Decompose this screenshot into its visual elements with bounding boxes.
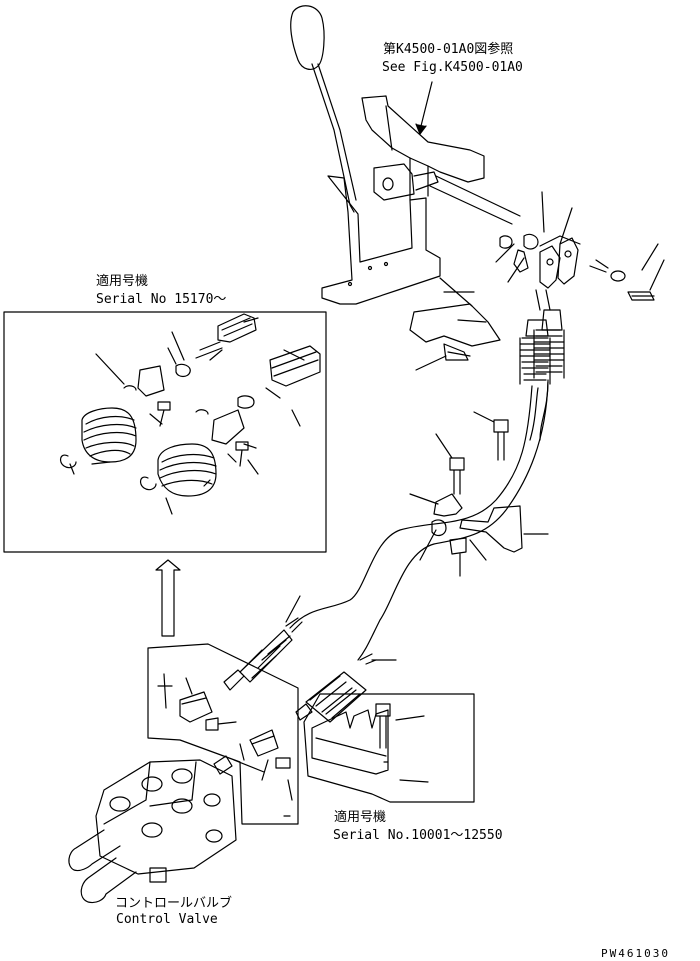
cable-clevises — [495, 191, 665, 301]
cable-assembly-upper — [289, 289, 565, 661]
cable-clamp-brackets — [409, 277, 549, 577]
inset-serial-15170 — [3, 311, 327, 553]
inset-frame-15170 — [3, 311, 327, 553]
reference-label-jp: 第K4500-01A0図参照 — [383, 42, 514, 57]
lever-shaft — [311, 63, 357, 213]
control-lever-assembly — [290, 5, 539, 305]
pivot-block — [373, 163, 415, 201]
reference-label-en: See Fig.K4500-01A0 — [382, 60, 523, 75]
serial-old-label-en: Serial No.10001～12550 — [333, 828, 503, 843]
drawing-number: PW461030 — [601, 947, 670, 960]
bracket-plate — [311, 709, 389, 775]
rubber-boot-left — [81, 407, 137, 463]
stand-plate — [321, 175, 441, 305]
control-valve-label-en: Control Valve — [116, 912, 218, 927]
serial-new-label-jp: 適用号機 — [96, 274, 149, 289]
valve-end-group — [147, 617, 377, 825]
upgrade-arrow — [155, 559, 181, 637]
link-rod — [429, 175, 521, 225]
lever-knob — [290, 5, 325, 70]
lever-bracket — [361, 95, 485, 183]
control-valve-label-jp: コントロールバルブ — [115, 896, 233, 911]
inset-serial-10001 — [303, 693, 475, 803]
serial-new-label-en: Serial No 15170～ — [96, 292, 227, 307]
serial-old-label-jp: 適用号機 — [334, 810, 387, 825]
reference-arrow — [419, 81, 433, 131]
rubber-boot-right — [157, 443, 217, 497]
control-valve — [68, 755, 237, 904]
